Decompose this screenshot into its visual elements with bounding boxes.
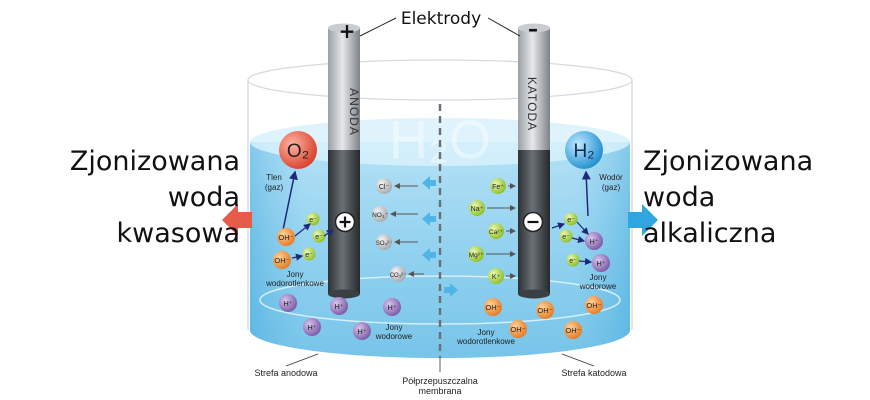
svg-text:NO₃⁻: NO₃⁻ [372, 212, 388, 219]
cathode-ions-label-line2: wodorowe [579, 282, 617, 291]
cathode-zone-label: Strefa katodowa [561, 368, 626, 378]
svg-text:e⁻: e⁻ [569, 258, 577, 265]
anode-hydrogen-ions: H⁺ H⁺ H⁺ H⁺ H⁺ [279, 294, 401, 340]
oxygen-label-line2: (gaz) [265, 183, 284, 192]
anode-reaction: OH⁻ OH⁻ e⁻ e⁻ e⁻ [273, 170, 334, 269]
cathode-oh-label-line1: Jony [478, 328, 495, 337]
svg-text:O₂: O₂ [287, 141, 309, 162]
svg-text:H⁺: H⁺ [357, 327, 366, 336]
acid-water-title-line1: Zjonizowana [69, 146, 240, 177]
svg-text:OH⁻: OH⁻ [510, 325, 525, 334]
container [247, 59, 633, 330]
cations-group: Fe⁺ Na⁺ Ca²⁺ Mg²⁺ K⁺ [468, 178, 516, 284]
svg-text:OH⁻: OH⁻ [274, 256, 289, 265]
acid-water-title-line2: woda [167, 182, 240, 213]
hydrogen-molecule: H₂ [565, 131, 603, 169]
alkaline-water-title-line2: woda [643, 182, 716, 213]
svg-text:Fe⁺: Fe⁺ [492, 184, 504, 191]
svg-text:e⁻: e⁻ [309, 217, 317, 224]
anions-group: Cl⁻ NO₃⁻ SO₄²⁻ CO₃²⁻ [372, 178, 424, 282]
anode-label: ANODA [347, 88, 361, 136]
svg-text:CO₃²⁻: CO₃²⁻ [390, 273, 407, 279]
svg-text:Na⁺: Na⁺ [471, 206, 484, 213]
anode-zone-label: Strefa anodowa [254, 368, 317, 378]
svg-text:e⁻: e⁻ [305, 252, 313, 259]
alkaline-outflow-arrow [628, 204, 658, 236]
svg-text:e⁻: e⁻ [315, 234, 323, 241]
svg-text:SO₄²⁻: SO₄²⁻ [376, 241, 392, 247]
plus-sign: + [339, 19, 356, 43]
svg-text:H⁺: H⁺ [387, 303, 396, 312]
cathode-hydroxide-ions: OH⁻ OH⁻ OH⁻ OH⁻ OH⁻ [484, 296, 603, 339]
svg-text:Cl⁻: Cl⁻ [379, 184, 390, 191]
svg-text:Ca²⁺: Ca²⁺ [489, 229, 503, 236]
svg-text:OH⁻: OH⁻ [565, 326, 580, 335]
anode-h-label-line1: Jony [386, 323, 403, 332]
svg-text:Mg²⁺: Mg²⁺ [469, 252, 484, 259]
minus-sign: – [528, 17, 538, 41]
hydrogen-label-line2: (gaz) [602, 183, 621, 192]
alkaline-water-title-line1: Zjonizowana [643, 146, 814, 177]
alkaline-water-title-line3: alkaliczna [643, 218, 777, 249]
svg-text:e⁻: e⁻ [567, 217, 575, 224]
svg-text:OH⁻: OH⁻ [586, 301, 601, 310]
acid-water-title-line3: kwasowa [116, 218, 240, 249]
electrodes-label: Elektrody [401, 9, 481, 29]
membrane-label-line1: Półprzepuszczalna [402, 376, 478, 386]
anode-ions-label-line1: Jony [287, 270, 304, 279]
oxygen-label-line1: Tlen [266, 173, 282, 182]
membrane-label-line2: membrana [418, 386, 461, 396]
svg-text:K⁺: K⁺ [492, 274, 501, 281]
svg-text:H⁺: H⁺ [283, 299, 292, 308]
membrane-arrows [422, 176, 458, 297]
svg-text:H⁺: H⁺ [589, 237, 598, 246]
svg-text:H⁺: H⁺ [334, 302, 343, 311]
svg-text:H₂: H₂ [573, 141, 594, 162]
cathode-reaction: e⁻ e⁻ e⁻ H⁺ H⁺ [551, 170, 610, 272]
anode-h-label-line2: wodorowe [375, 332, 413, 341]
svg-text:H⁺: H⁺ [596, 259, 605, 268]
acid-outflow-arrow [222, 204, 252, 236]
svg-text:OH⁻: OH⁻ [485, 303, 500, 312]
anode-ions-label-line2: wodorotlenkowe [265, 279, 324, 288]
svg-text:H⁺: H⁺ [307, 323, 316, 332]
anode-electrode: ANODA [328, 23, 361, 299]
cathode-label: KATODA [525, 77, 539, 131]
hydrogen-label-line1: Wodór [599, 173, 623, 182]
svg-text:e⁻: e⁻ [562, 234, 570, 241]
cathode-electrode: KATODA [518, 23, 550, 299]
cathode-oh-label-line2: wodorotlenkowe [456, 337, 515, 346]
cathode-ions-label-line1: Jony [590, 273, 607, 282]
svg-text:OH⁻: OH⁻ [278, 233, 293, 242]
oxygen-molecule: O₂ [279, 131, 317, 169]
svg-text:OH⁻: OH⁻ [537, 306, 552, 315]
